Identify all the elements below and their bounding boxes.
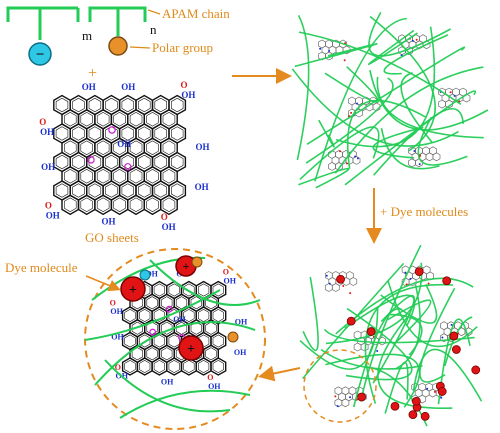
carboxyl-label: O [115,363,121,372]
epoxy-group-icon [108,126,116,134]
dye-molecule-icon [366,327,376,336]
dye-molecule-icon: + [178,335,204,361]
dye-charge-sign: + [183,259,190,273]
hydroxyl-label: OH [82,82,96,92]
hydroxyl-label: OH [121,82,135,92]
dye-molecule-icon [357,392,366,402]
hydroxyl-label: OH [173,315,186,324]
hydroxyl-label: OH [111,333,124,342]
carboxyl-label: O [207,373,213,382]
carboxyl-label: O [223,268,229,277]
hydroxyl-label: OH [41,162,55,172]
dye-charge-sign: + [129,283,137,298]
carboxyl-label: OH [181,90,195,100]
carboxyl-label: O [180,80,187,90]
polar-group-icon [191,256,203,268]
dye-molecules-step-label: + Dye molecules [380,204,468,219]
apam-chain-structure [6,6,147,40]
dye-charge-sign: + [187,342,195,357]
apam-go-network [291,12,489,189]
hydroxyl-label: OH [101,217,115,227]
repeat-n-label: n [150,22,157,37]
carboxyl-label: OH [110,307,123,316]
dye-molecule-icon [451,345,461,354]
hydroxyl-label: OH [195,182,209,192]
carboxyl-label: OH [46,210,60,220]
dye-molecule-icon [346,316,356,326]
repeat-m-label: m [82,28,92,43]
negative-charge-icon [28,42,52,66]
dye-molecule-icon [390,401,400,411]
hydroxyl-label: OH [117,139,131,149]
epoxy-group-icon [87,156,95,164]
polar-group-label: Polar group [152,40,213,55]
dye-molecule-label: Dye molecule [5,260,78,275]
hydroxyl-label: OH [234,348,247,357]
apam-chain-leader [147,9,161,15]
dye-molecule-icon [414,267,424,277]
carboxyl-label: O [39,117,46,127]
hydroxyl-label: OH [145,269,158,278]
carboxyl-label: O [110,298,116,307]
dye-molecule-icon [449,331,459,341]
apam-chain-label: APAM chain [162,6,230,21]
negative-charge-sign: − [36,47,45,63]
dye-molecule-icon [437,387,447,396]
polar-group-leader [129,46,151,49]
epoxy-group-icon [149,328,157,336]
carboxyl-label: O [45,201,52,211]
hydroxyl-label: OH [196,142,210,152]
dye-molecule-icon [411,396,421,406]
dye-molecule-icon [471,365,481,375]
arrow-icon [85,275,121,292]
hydroxyl-label: OH [161,377,174,386]
carboxyl-label: OH [208,382,221,391]
carboxyl-label: OH [40,127,54,137]
apam-go-dye-network [299,244,483,427]
dye-molecule-icon [420,411,430,421]
polar-group-icon [108,36,128,56]
dye-molecule-icon [408,410,418,419]
carboxyl-label: O [161,212,168,222]
epoxy-group-icon [124,163,132,171]
zoom-region-outline [303,349,377,423]
plus-sign-go: + [88,65,97,82]
epoxy-group-icon [165,305,173,313]
dye-molecule-icon [442,276,452,286]
negative-charge-icon [139,269,151,281]
polar-group-icon [227,331,239,343]
go-sheets-label: GO sheets [85,230,139,245]
dye-molecule-icon [336,274,345,284]
hydroxyl-label: OH [235,317,248,326]
carboxyl-label: OH [224,277,237,286]
carboxyl-label: OH [162,222,176,232]
arrow-icon [258,365,301,382]
dye-molecule-icon: + [120,276,146,302]
